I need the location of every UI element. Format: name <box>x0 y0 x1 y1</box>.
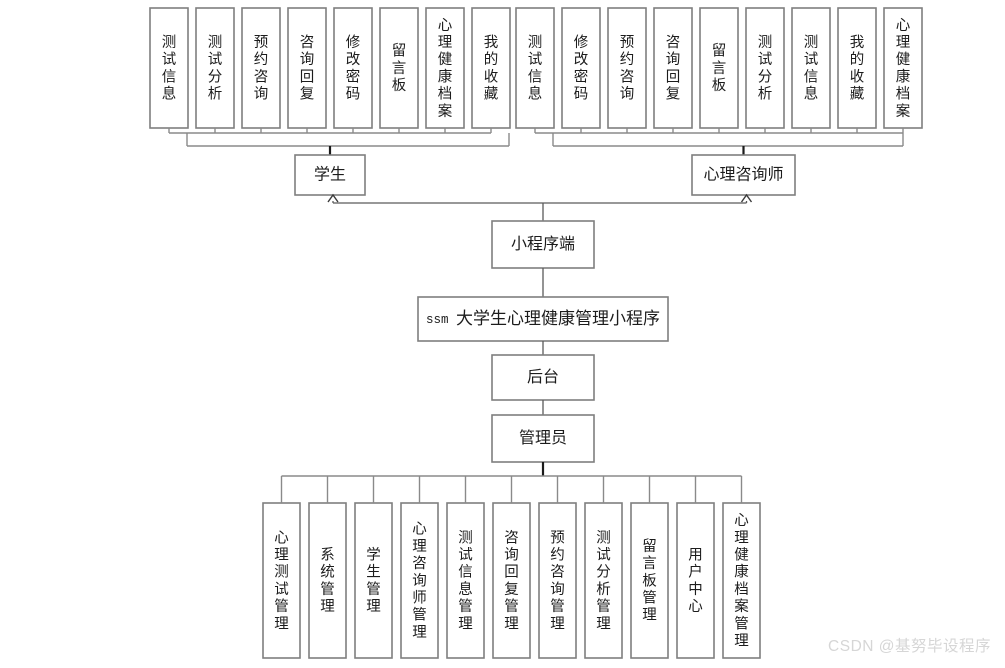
counselor-feature-1[interactable]: 测试信息 <box>515 7 555 129</box>
counselor-feature-label-6: 测试分析 <box>758 34 773 103</box>
counselor-feature-3[interactable]: 预约咨询 <box>607 7 647 129</box>
student-arrow-icon <box>327 193 339 203</box>
admin-feature-4[interactable]: 心理咨询师管理 <box>400 502 439 659</box>
counselor-node-box <box>691 154 796 196</box>
student-feature-3[interactable]: 预约咨询 <box>241 7 281 129</box>
student-feature-label-1: 测试信息 <box>162 34 177 103</box>
student-feature-label-2: 测试分析 <box>208 34 223 103</box>
admin-feature-7[interactable]: 预约咨询管理 <box>538 502 577 659</box>
admin-feature-3-box <box>354 502 393 659</box>
counselor-feature-4[interactable]: 咨询回复 <box>653 7 693 129</box>
admin-feature-label-9: 留言板管理 <box>642 538 657 624</box>
admin-feature-10[interactable]: 用户中心 <box>676 502 715 659</box>
frontend-node[interactable]: 小程序端 <box>491 220 595 269</box>
system-title-label: ssm 大学生心理健康管理小程序 <box>426 309 660 328</box>
frontend-node-label: 小程序端 <box>511 235 575 253</box>
counselor-feature-label-4: 咨询回复 <box>666 34 681 103</box>
counselor-feature-6[interactable]: 测试分析 <box>745 7 785 129</box>
counselor-feature-label-1: 测试信息 <box>528 34 543 103</box>
counselor-feature-2-box <box>561 7 601 129</box>
counselor-feature-2[interactable]: 修改密码 <box>561 7 601 129</box>
admin-node[interactable]: 管理员 <box>491 414 595 463</box>
student-feature-4[interactable]: 咨询回复 <box>287 7 327 129</box>
admin-feature-label-11: 心理健康档案管理 <box>734 512 749 649</box>
admin-node-label: 管理员 <box>519 429 567 447</box>
admin-feature-8[interactable]: 测试分析管理 <box>584 502 623 659</box>
counselor-feature-label-5: 留言板 <box>712 43 727 94</box>
backend-node-box <box>491 354 595 401</box>
counselor-feature-label-3: 预约咨询 <box>620 34 635 103</box>
admin-feature-label-1: 心理测试管理 <box>274 529 289 632</box>
student-feature-label-7: 心理健康档案 <box>438 17 453 120</box>
counselor-feature-label-9: 心理健康档案 <box>896 17 911 120</box>
student-feature-label-8: 我的收藏 <box>484 34 499 103</box>
student-feature-7[interactable]: 心理健康档案 <box>425 7 465 129</box>
counselor-feature-7[interactable]: 测试信息 <box>791 7 831 129</box>
admin-feature-3[interactable]: 学生管理 <box>354 502 393 659</box>
student-feature-6[interactable]: 留言板 <box>379 7 419 129</box>
student-feature-label-5: 修改密码 <box>346 34 361 103</box>
counselor-feature-6-box <box>745 7 785 129</box>
student-feature-8-box <box>471 7 511 129</box>
admin-feature-label-7: 预约咨询管理 <box>550 529 565 632</box>
admin-feature-11[interactable]: 心理健康档案管理 <box>722 502 761 659</box>
admin-node-box <box>491 414 595 463</box>
admin-feature-7-box <box>538 502 577 659</box>
counselor-feature-8[interactable]: 我的收藏 <box>837 7 877 129</box>
student-node[interactable]: 学生 <box>294 154 366 196</box>
admin-feature-2[interactable]: 系统管理 <box>308 502 347 659</box>
counselor-node[interactable]: 心理咨询师 <box>691 154 796 196</box>
counselor-feature-5[interactable]: 留言板 <box>699 7 739 129</box>
csdn-watermark: CSDN @基努毕设程序 <box>828 638 991 655</box>
admin-feature-label-10: 用户中心 <box>688 548 703 616</box>
student-feature-2-box <box>195 7 235 129</box>
admin-feature-5[interactable]: 测试信息管理 <box>446 502 485 659</box>
counselor-feature-9[interactable]: 心理健康档案 <box>883 7 923 129</box>
counselor-feature-8-box <box>837 7 877 129</box>
admin-feature-6[interactable]: 咨询回复管理 <box>492 502 531 659</box>
student-feature-label-3: 预约咨询 <box>254 34 269 103</box>
admin-feature-label-5: 测试信息管理 <box>458 529 473 632</box>
admin-feature-label-2: 系统管理 <box>320 547 335 616</box>
counselor-feature-1-box <box>515 7 555 129</box>
student-feature-8[interactable]: 我的收藏 <box>471 7 511 129</box>
counselor-feature-label-2: 修改密码 <box>574 34 589 103</box>
student-node-box <box>294 154 366 196</box>
student-feature-4-box <box>287 7 327 129</box>
counselor-feature-label-7: 测试信息 <box>804 34 819 103</box>
backend-node-label: 后台 <box>527 368 559 386</box>
system-title-node[interactable]: ssm 大学生心理健康管理小程序 <box>417 296 669 342</box>
admin-feature-11-box <box>722 502 761 659</box>
student-feature-label-6: 留言板 <box>392 43 407 94</box>
admin-feature-label-4: 心理咨询师管理 <box>412 521 427 641</box>
admin-feature-2-box <box>308 502 347 659</box>
student-feature-1[interactable]: 测试信息 <box>149 7 189 129</box>
admin-feature-1-box <box>262 502 301 659</box>
counselor-arrow-icon <box>740 193 753 203</box>
admin-feature-label-6: 咨询回复管理 <box>504 529 519 632</box>
admin-feature-label-8: 测试分析管理 <box>596 529 611 632</box>
counselor-feature-7-box <box>791 7 831 129</box>
student-feature-label-4: 咨询回复 <box>300 34 315 103</box>
student-feature-1-box <box>149 7 189 129</box>
student-feature-3-box <box>241 7 281 129</box>
student-feature-5[interactable]: 修改密码 <box>333 7 373 129</box>
backend-node[interactable]: 后台 <box>491 354 595 401</box>
admin-feature-6-box <box>492 502 531 659</box>
admin-feature-9[interactable]: 留言板管理 <box>630 502 669 659</box>
counselor-feature-label-8: 我的收藏 <box>850 34 865 103</box>
student-feature-7-box <box>425 7 465 129</box>
counselor-node-label: 心理咨询师 <box>703 166 783 184</box>
admin-feature-1[interactable]: 心理测试管理 <box>262 502 301 659</box>
admin-feature-label-3: 学生管理 <box>366 547 381 616</box>
counselor-feature-5-box <box>699 7 739 129</box>
admin-feature-4-box <box>400 502 439 659</box>
student-node-label: 学生 <box>314 166 346 184</box>
frontend-node-box <box>491 220 595 269</box>
system-title-node-box <box>417 296 669 342</box>
counselor-feature-3-box <box>607 7 647 129</box>
admin-feature-10-box <box>676 502 715 659</box>
student-feature-2[interactable]: 测试分析 <box>195 7 235 129</box>
